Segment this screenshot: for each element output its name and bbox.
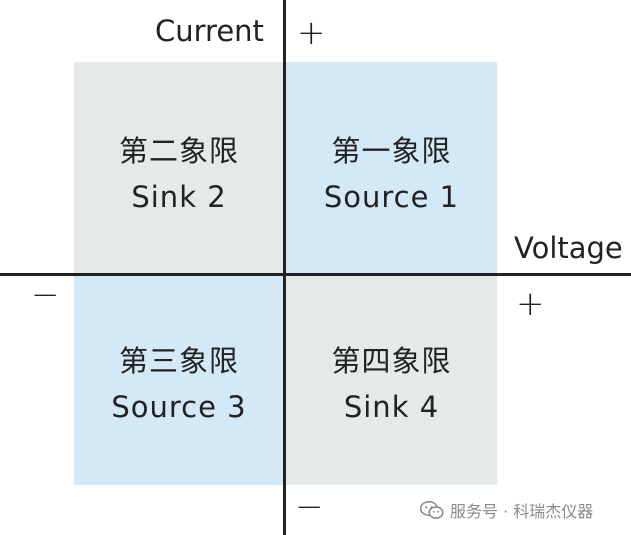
quadrant-3-cn: 第三象限: [118, 344, 239, 378]
quadrant-1: 第一象限 Source 1: [286, 62, 497, 274]
quadrant-1-cn: 第一象限: [331, 134, 452, 168]
quadrant-4: 第四象限 Sink 4: [286, 276, 497, 485]
quadrant-1-en: Source 1: [323, 180, 460, 214]
current-positive-sign: +: [297, 13, 326, 53]
wechat-icon: [420, 501, 444, 519]
quadrant-3-label: 第三象限 Source 3: [74, 338, 284, 430]
quadrant-1-label: 第一象限 Source 1: [286, 128, 497, 220]
quadrant-4-label: 第四象限 Sink 4: [286, 338, 497, 430]
quadrant-4-cn: 第四象限: [331, 344, 452, 378]
current-axis-label: Current: [155, 14, 264, 48]
quadrant-2: 第二象限 Sink 2: [74, 62, 284, 274]
voltage-positive-sign: +: [516, 284, 545, 324]
watermark: 服务号 · 科瑞杰仪器: [420, 498, 593, 522]
voltage-axis: [0, 273, 631, 276]
quadrant-3: 第三象限 Source 3: [74, 276, 284, 485]
current-negative-sign: −: [295, 487, 324, 527]
quadrant-2-cn: 第二象限: [118, 134, 239, 168]
watermark-text: 服务号 · 科瑞杰仪器: [450, 502, 594, 521]
voltage-axis-label: Voltage: [514, 231, 623, 265]
voltage-negative-sign: −: [31, 275, 60, 315]
current-axis: [283, 0, 286, 535]
quadrant-2-label: 第二象限 Sink 2: [74, 128, 284, 220]
quadrant-3-en: Source 3: [111, 390, 247, 424]
quadrant-2-en: Sink 2: [131, 180, 227, 214]
quadrant-4-en: Sink 4: [343, 390, 440, 424]
